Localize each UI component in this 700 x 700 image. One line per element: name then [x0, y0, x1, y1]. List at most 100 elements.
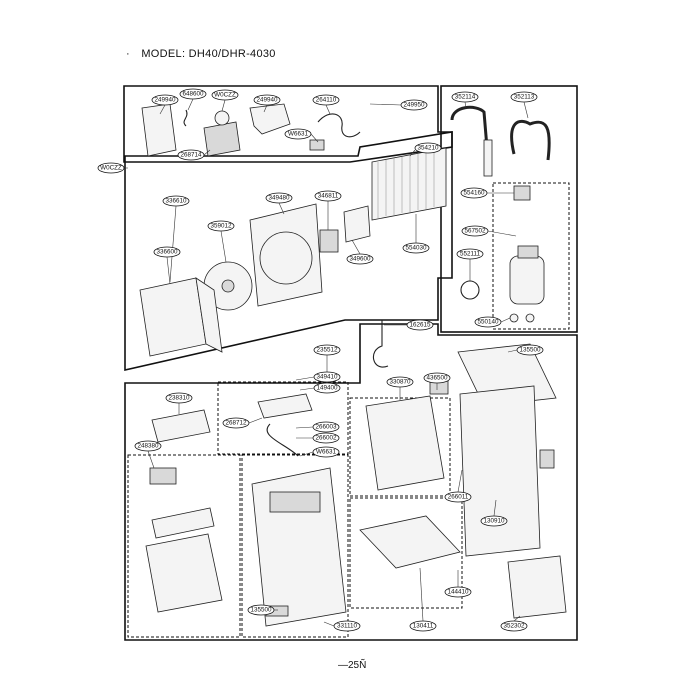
part-callout: 144410: [444, 570, 472, 598]
callout-label: 354210: [417, 145, 439, 152]
knob: [214, 110, 230, 126]
part-callout: 130910: [480, 499, 508, 527]
part-callout: W0CZZ: [211, 89, 239, 112]
callout-label: 264110: [316, 97, 337, 104]
control-board-wire: [266, 423, 299, 457]
compressor: [509, 255, 545, 305]
part-callout: 349410: [295, 371, 341, 383]
callout-label: 648600: [182, 91, 204, 98]
part-callout: W6631: [284, 128, 319, 143]
capillary-tube: [483, 139, 493, 177]
callout-label: 248380: [137, 443, 159, 450]
part-callout: 266002: [296, 432, 340, 444]
part-callout: W0CZZ: [97, 162, 128, 174]
part-callout: 264110: [312, 94, 340, 115]
callout-label: 567502: [464, 228, 486, 235]
part-callout: 330870: [386, 376, 414, 400]
control-label-plate: [151, 409, 211, 443]
part-callout: 266003: [295, 421, 340, 433]
callout-label: 149400: [316, 385, 338, 392]
callout-label: 352113: [514, 94, 535, 101]
part-callout: 248380: [134, 440, 162, 469]
frames: [123, 85, 578, 641]
rear-cabinet: [459, 385, 541, 557]
callout-label: 436500: [426, 375, 448, 382]
part-callout: W6631: [299, 446, 340, 458]
part-callout: 346811: [314, 190, 342, 230]
callout-label: 135500: [519, 347, 541, 354]
suction-pipe: [450, 105, 490, 161]
callout-label: 268712: [225, 420, 247, 427]
frame-fan-evaporator: [124, 131, 453, 372]
callout-label: 352114: [455, 94, 476, 101]
control-parts: [141, 103, 361, 157]
part-callout: 135500: [507, 344, 544, 356]
part-callout: 336600: [153, 246, 181, 285]
discharge-pipe: [510, 119, 551, 161]
mount-grommet: [509, 313, 519, 323]
callout-label: 266011: [448, 494, 469, 501]
lower-parts: [145, 320, 567, 627]
float-switch-wire: [372, 320, 389, 368]
part-callout: 567502: [461, 225, 517, 237]
callout-label: 144410: [447, 589, 469, 596]
frame-front-cabinet: [241, 454, 349, 638]
callout-label: 331110: [337, 623, 358, 630]
part-callout: 268712: [222, 417, 263, 429]
part-callout: 336610: [162, 195, 190, 283]
callout-label: 336610: [165, 198, 187, 205]
evaporator-grille: [139, 277, 207, 357]
callout-label: 238310: [168, 395, 190, 402]
switch-block: [203, 121, 241, 157]
base-pan: [359, 515, 461, 569]
callout-label: 330870: [389, 379, 411, 386]
callout-label: 249940: [154, 97, 176, 104]
callout-label: 266003: [315, 424, 337, 431]
front-panel-window: [269, 491, 321, 513]
refrigeration-parts: [450, 105, 551, 323]
page-number: —25Ñ: [338, 660, 367, 671]
frame-lower-body: [124, 323, 578, 641]
callout-label: 268714: [180, 152, 202, 159]
part-callout: 359012: [207, 220, 235, 263]
frame-base-pan: [349, 497, 463, 609]
header-bullet: ·: [126, 48, 130, 60]
callout-label: W6631: [316, 449, 336, 456]
callout-label: 352302: [503, 623, 525, 630]
callout-label: 554030: [405, 245, 427, 252]
motor-bracket: [343, 205, 371, 243]
part-callout: 249950: [369, 99, 428, 111]
callout-label: 552111: [460, 251, 481, 258]
part-callout: 554030: [402, 214, 430, 254]
part-callout: 249940: [253, 94, 281, 113]
callout-label: 554160: [463, 190, 485, 197]
callout-label: W0CZZ: [100, 165, 122, 172]
condenser-coil: [371, 147, 447, 221]
fan-hub: [221, 279, 235, 293]
callout-label: 249940: [256, 97, 278, 104]
part-callout: 352302: [500, 615, 528, 632]
fan-evaporator-parts: [139, 147, 447, 357]
part-callout: 331110: [323, 620, 361, 632]
cord-holder: [539, 449, 555, 469]
callout-label: 346811: [318, 193, 339, 200]
callout-label: 359012: [210, 223, 232, 230]
callout-label: W0CZZ: [214, 92, 236, 99]
mount-grommet: [525, 313, 535, 323]
part-callout: 550140: [474, 316, 511, 328]
callout-label: 162615: [409, 322, 431, 329]
part-callout: 349600: [346, 239, 374, 265]
callout-label: 235512: [316, 347, 338, 354]
wire-harness-top: [317, 113, 361, 138]
part-callout: 354210: [409, 142, 442, 157]
base-shroud: [365, 395, 445, 491]
bracket: [249, 103, 291, 135]
part-callout: 135500: [247, 604, 278, 616]
coil-fins: [377, 151, 435, 218]
frame-bucket: [127, 454, 241, 638]
part-callout: 352113: [510, 91, 538, 119]
water-bucket: [145, 533, 223, 613]
callout-label: 249950: [403, 102, 425, 109]
grille-frame: [195, 277, 223, 353]
compressor-terminal: [517, 245, 539, 259]
